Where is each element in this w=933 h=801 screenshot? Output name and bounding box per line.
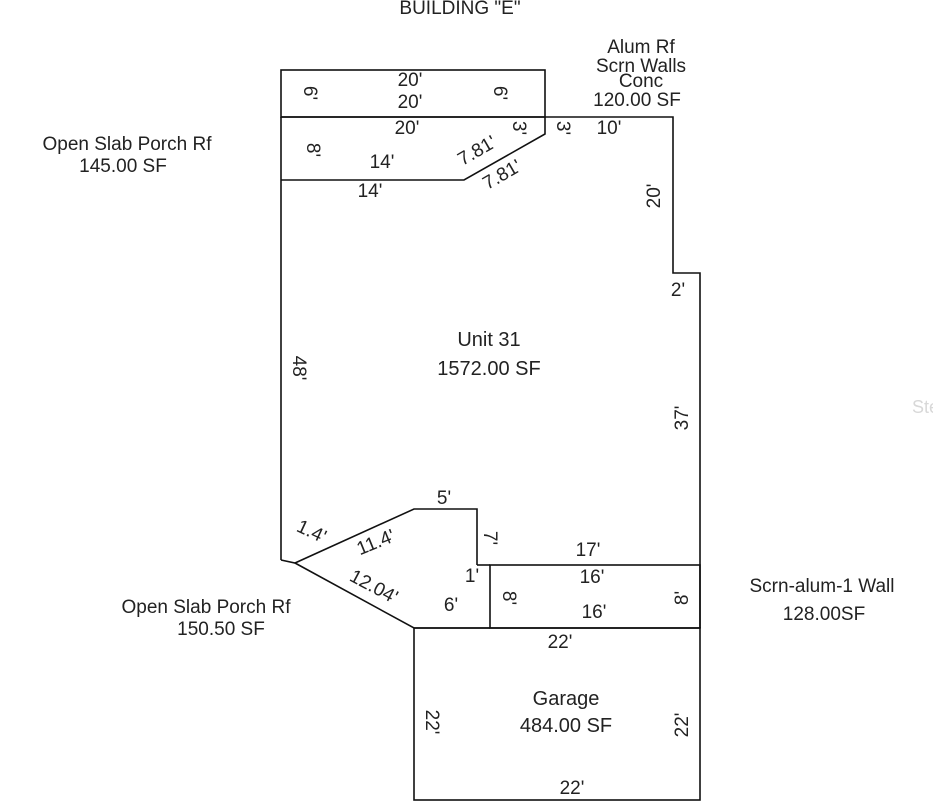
dim-3-a: 3' <box>508 121 529 135</box>
alum-label-1: Alum Rf <box>607 37 675 58</box>
dim-20-right: 20' <box>644 184 665 209</box>
dim-6-right: 6' <box>489 86 510 100</box>
garage-label-2: 484.00 SF <box>520 715 612 737</box>
dim-20-top: 20' <box>398 70 423 91</box>
dim-3-b: 3' <box>552 121 573 135</box>
garage-outline <box>413 627 701 801</box>
dim-8-scrn-right: 8' <box>672 591 693 605</box>
watermark-text: Stel <box>912 397 933 417</box>
porch-bottom-label-1: Open Slab Porch Rf <box>122 597 292 618</box>
dim-16-bottom: 16' <box>582 602 607 623</box>
porch-top-label-1: Open Slab Porch Rf <box>43 134 213 155</box>
garage-label-1: Garage <box>533 688 600 710</box>
scrn-label-1: Scrn-alum-1 Wall <box>750 576 895 597</box>
dim-14-inner: 14' <box>370 152 395 173</box>
porch-top-label-2: 145.00 SF <box>79 156 167 177</box>
dim-781-outer: 7.81' <box>479 156 525 194</box>
dim-20-porch: 20' <box>395 118 420 139</box>
porch-bottom-label-2: 150.50 SF <box>177 619 265 640</box>
dim-1-4-diag: 1.4' <box>293 516 329 548</box>
dim-48: 48' <box>288 356 309 381</box>
dim-7: 7' <box>479 531 500 545</box>
porch-top-outline <box>281 117 546 181</box>
dim-6-porch: 6' <box>444 595 458 616</box>
dim-6-left: 6' <box>299 86 320 100</box>
dim-17: 17' <box>576 540 601 561</box>
dim-22-top: 22' <box>548 632 573 653</box>
dim-22-bottom: 22' <box>560 778 585 799</box>
dim-37: 37' <box>672 406 693 431</box>
alum-label-4: 120.00 SF <box>593 90 681 111</box>
unit-label-2: 1572.00 SF <box>437 358 540 380</box>
dim-10: 10' <box>597 118 622 139</box>
dim-781-inner: 7.81' <box>454 132 500 170</box>
dim-8-porch: 8' <box>302 143 323 157</box>
dim-1: 1' <box>465 566 479 587</box>
dim-2: 2' <box>671 280 685 301</box>
dim-8-scrn-left: 8' <box>498 591 519 605</box>
porch-bottom-inner-line <box>280 508 478 565</box>
dim-22-right: 22' <box>672 713 693 738</box>
dim-14-outer: 14' <box>358 181 383 202</box>
alum-label-3: Conc <box>619 71 663 92</box>
scrn-label-2: 128.00SF <box>783 604 865 625</box>
dim-16-top: 16' <box>580 567 605 588</box>
alum-label-2: Scrn Walls <box>596 56 686 77</box>
dim-11-4: 11.4' <box>354 526 398 560</box>
unit-north-east-wall <box>281 116 701 628</box>
dim-22-left: 22' <box>421 710 442 735</box>
building-title: BUILDING "E" <box>399 0 520 19</box>
unit-label-1: Unit 31 <box>457 329 520 351</box>
dim-5: 5' <box>437 488 451 509</box>
dim-20-mid: 20' <box>398 92 423 113</box>
dim-12-04: 12.04' <box>346 566 401 609</box>
